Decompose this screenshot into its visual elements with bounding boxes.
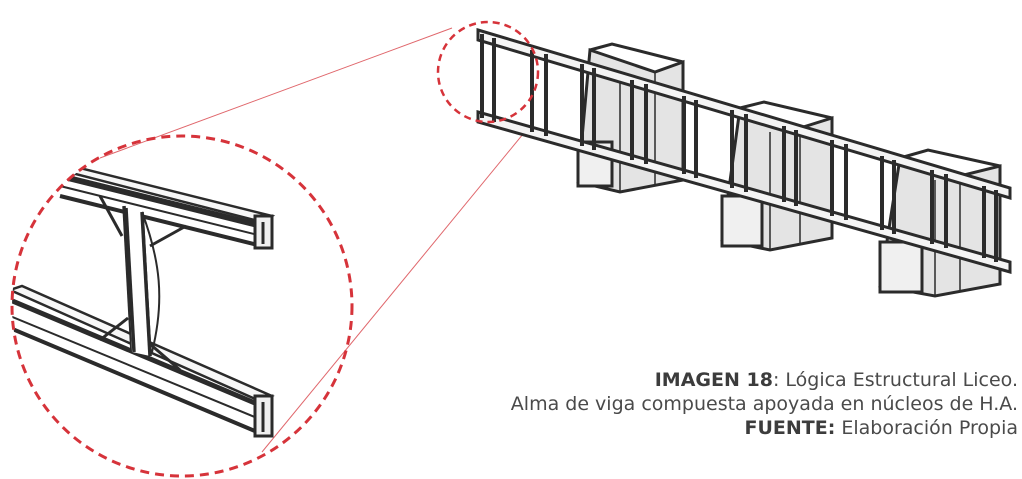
highlight-circle-large xyxy=(10,134,354,478)
caption-line-3: FUENTE: Elaboración Propia xyxy=(511,416,1019,440)
caption-line-2: Alma de viga compuesta apoyada en núcleo… xyxy=(510,393,1018,415)
caption-image-number: IMAGEN 18 xyxy=(654,369,773,391)
caption-title: : Lógica Estructural Liceo. xyxy=(772,369,1018,391)
caption-source-label: FUENTE: xyxy=(744,417,836,439)
vertical-web xyxy=(98,195,187,372)
detail-zoom xyxy=(12,164,276,438)
caption-line-1: IMAGEN 18: Lógica Estructural Liceo. xyxy=(511,368,1018,392)
caption-source: Elaboración Propia xyxy=(835,417,1018,439)
figure-caption: IMAGEN 18: Lógica Estructural Liceo. Alm… xyxy=(511,368,1018,440)
highlight-circle-small xyxy=(436,20,540,124)
composite-beam xyxy=(476,27,1012,274)
callout-connectors xyxy=(99,27,529,453)
beam-verticals xyxy=(480,34,998,262)
